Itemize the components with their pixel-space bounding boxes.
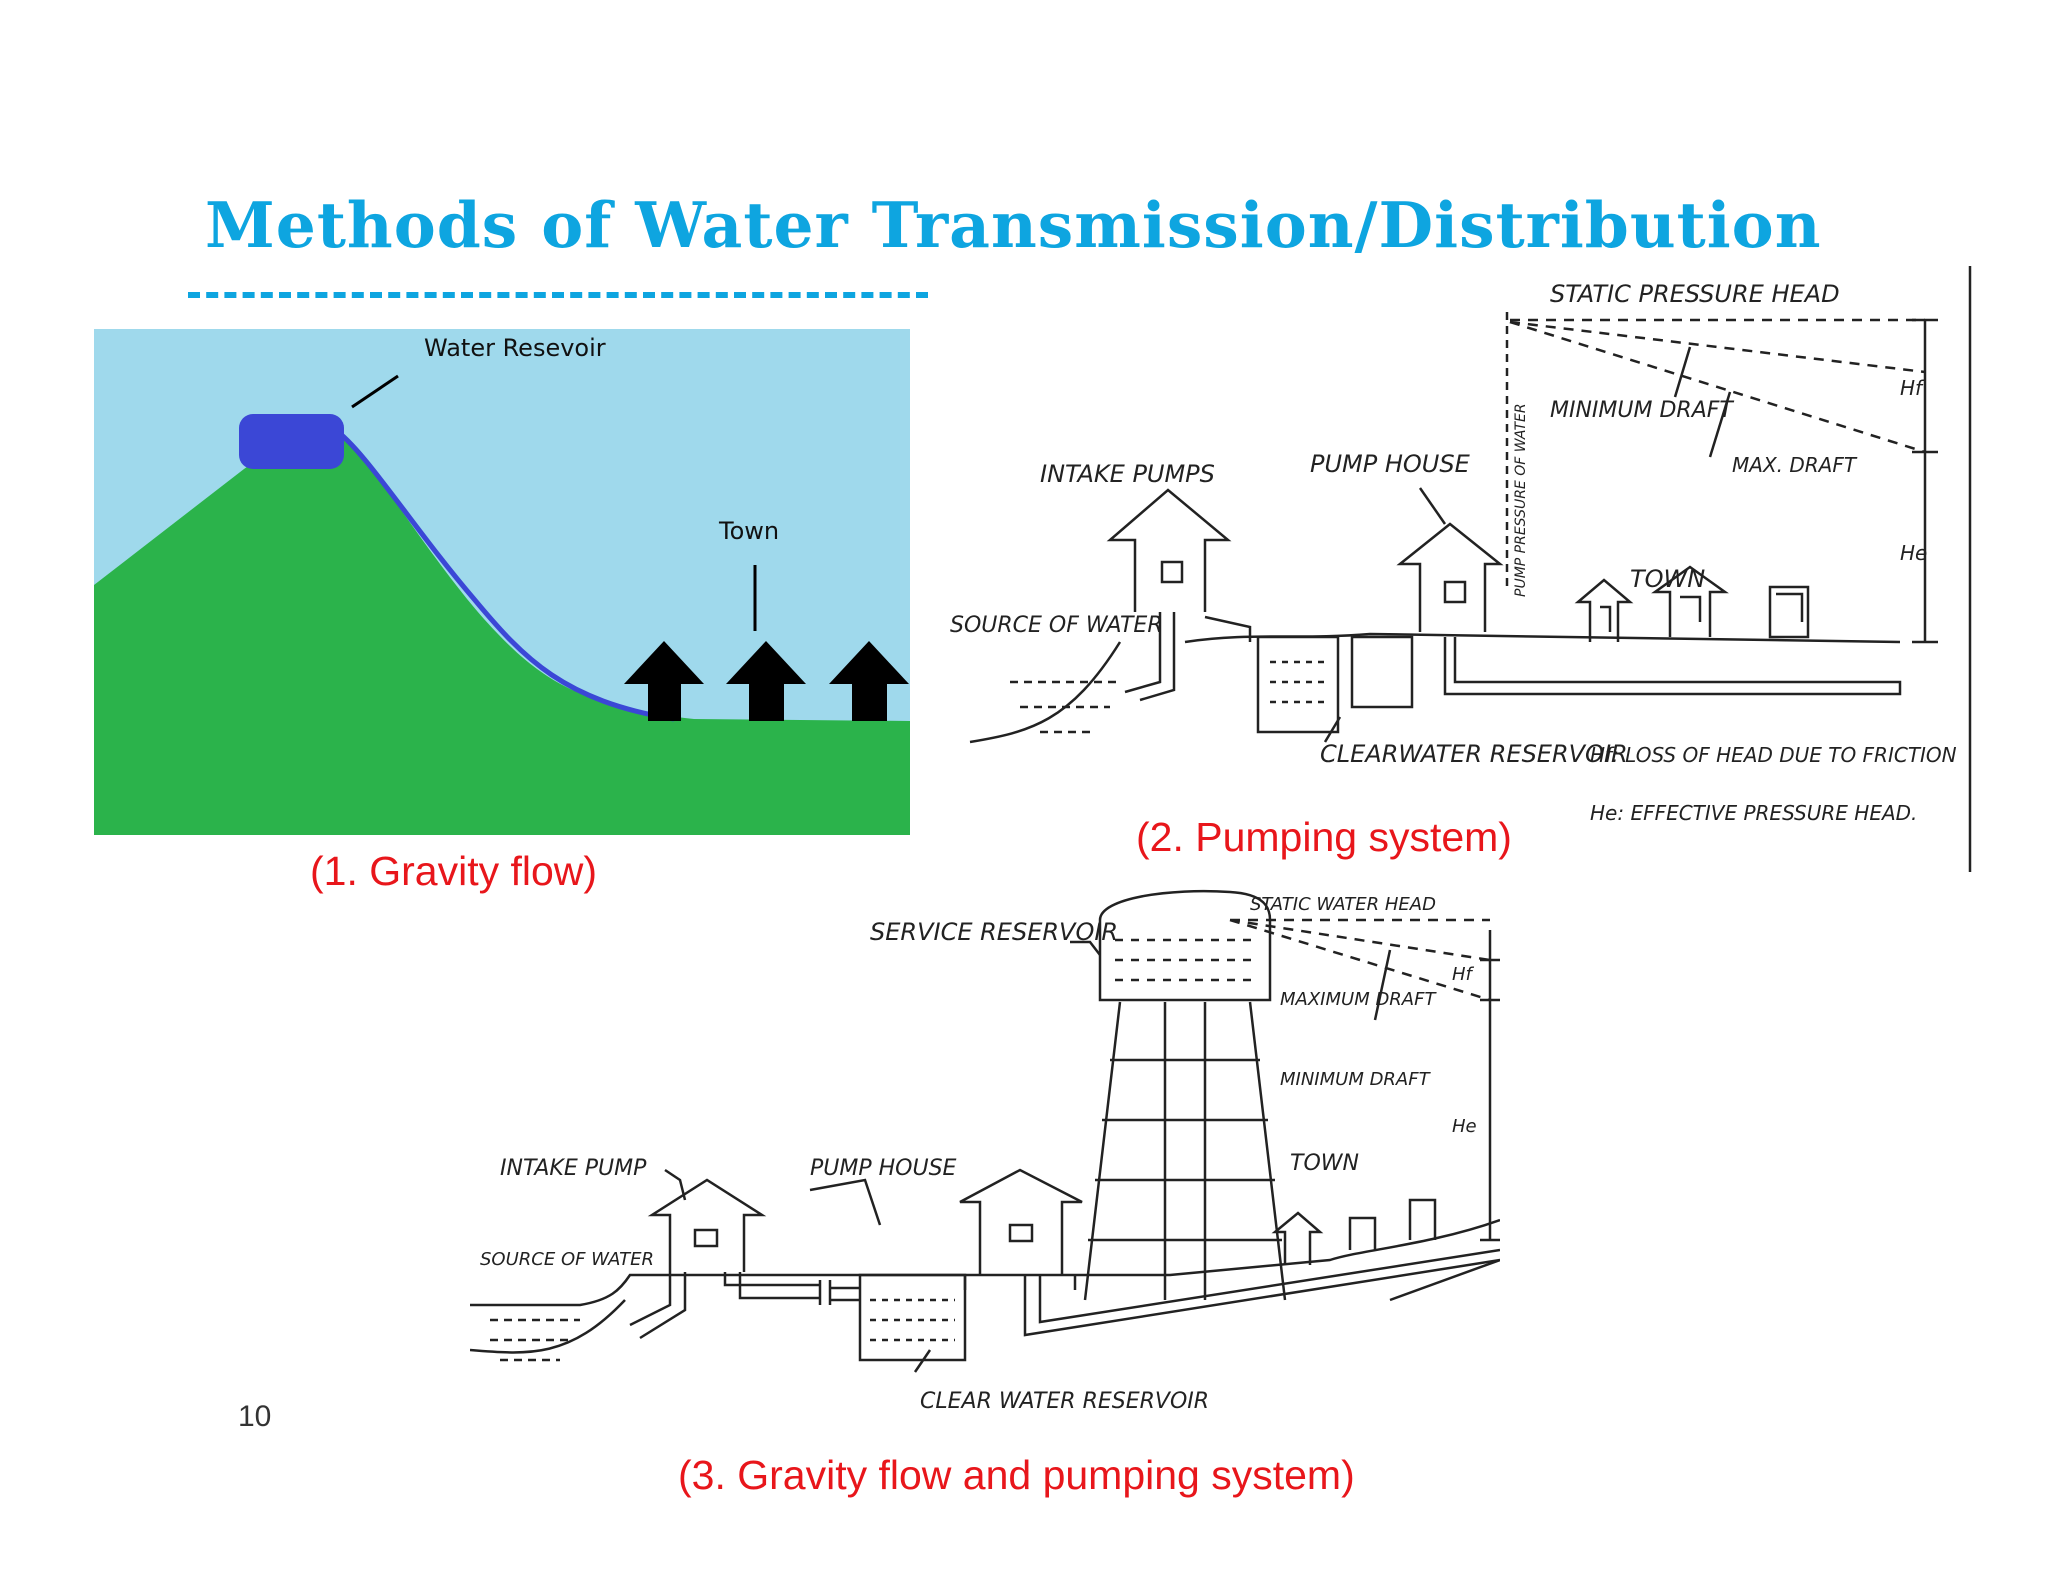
pump-pressure-label: PUMP PRESSURE OF WATER	[1513, 403, 1529, 597]
water-reservoir-tank	[239, 414, 344, 469]
he-legend: He: EFFECTIVE PRESSURE HEAD.	[1590, 801, 1917, 825]
maximum-draft-label: MAXIMUM DRAFT	[1280, 989, 1437, 1010]
minimum-draft-label: MINIMUM DRAFT	[1280, 1069, 1432, 1090]
slide-number: 10	[238, 1400, 272, 1433]
clear-water-reservoir-label: CLEAR WATER RESERVOIR	[920, 1389, 1209, 1414]
pumping-caption: (2. Pumping system)	[1136, 814, 1512, 860]
service-reservoir-label: SERVICE RESERVOIR	[870, 918, 1118, 946]
hf-label: Hf	[1900, 376, 1925, 400]
pump-house-label: PUMP HOUSE	[1310, 450, 1471, 478]
slide-title: Methods of Water Transmission/Distributi…	[205, 188, 1822, 262]
pumping-system-diagram: STATIC PRESSURE HEAD PUMP PRESSURE OF WA…	[950, 266, 1972, 872]
he-label: He	[1452, 1116, 1477, 1137]
combined-system-diagram: SERVICE RESERVOIR STATIC WATER HEAD MAXI…	[470, 889, 1500, 1414]
clearwater-reservoir-label: CLEARWATER RESERVOIR	[1320, 740, 1628, 768]
intake-pumps-label: INTAKE PUMPS	[1040, 460, 1215, 488]
max-draft-label: MAX. DRAFT	[1732, 453, 1858, 477]
gravity-pipe	[332, 426, 675, 722]
house-icon	[726, 641, 806, 721]
house-icon	[624, 641, 704, 721]
house-icon	[829, 641, 909, 721]
gravity-caption: (1. Gravity flow)	[310, 848, 598, 894]
town-label: TOWN	[1630, 565, 1705, 593]
source-of-water-label: SOURCE OF WATER	[950, 613, 1163, 638]
combined-caption: (3. Gravity flow and pumping system)	[678, 1452, 1355, 1498]
static-pressure-head-label: STATIC PRESSURE HEAD	[1550, 280, 1840, 308]
static-water-head-label: STATIC WATER HEAD	[1250, 894, 1436, 915]
reservoir-label: Water Resevoir	[424, 334, 606, 362]
title-underline	[188, 292, 928, 298]
town-label: Town	[718, 517, 779, 545]
intake-pump-label: INTAKE PUMP	[500, 1156, 647, 1181]
he-label: He	[1900, 541, 1927, 565]
source-of-water-label: SOURCE OF WATER	[480, 1249, 654, 1270]
minimum-draft-label: MINIMUM DRAFT	[1550, 398, 1734, 423]
town-label: TOWN	[1290, 1151, 1359, 1176]
gravity-flow-diagram: Water Resevoir Town	[94, 329, 910, 835]
reservoir-pointer-line	[351, 374, 399, 409]
pump-house-label: PUMP HOUSE	[810, 1156, 957, 1181]
hf-legend: Hf: LOSS OF HEAD DUE TO FRICTION	[1590, 743, 1957, 767]
hill-ground	[94, 420, 910, 835]
hf-label: Hf	[1452, 964, 1475, 985]
